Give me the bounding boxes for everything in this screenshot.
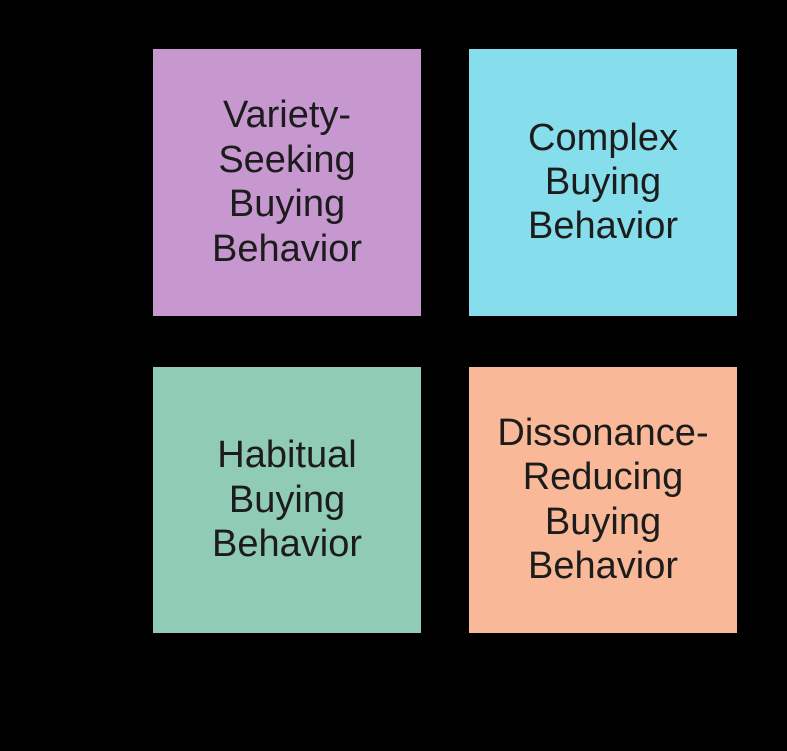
- quadrant-habitual-label: Habitual Buying Behavior: [212, 434, 362, 565]
- quadrant-dissonance-reducing-label: Dissonance- Reducing Buying Behavior: [497, 411, 709, 588]
- quadrant-habitual: Habitual Buying Behavior: [153, 366, 421, 633]
- quadrant-complex-label: Complex Buying Behavior: [528, 116, 678, 248]
- quadrant-dissonance-reducing: Dissonance- Reducing Buying Behavior: [469, 366, 737, 633]
- quadrant-variety-seeking: Variety- Seeking Buying Behavior: [153, 49, 421, 316]
- buying-behavior-matrix: Variety- Seeking Buying Behavior Complex…: [153, 49, 737, 633]
- quadrant-variety-seeking-label: Variety- Seeking Buying Behavior: [212, 94, 362, 270]
- quadrant-complex: Complex Buying Behavior: [469, 49, 737, 316]
